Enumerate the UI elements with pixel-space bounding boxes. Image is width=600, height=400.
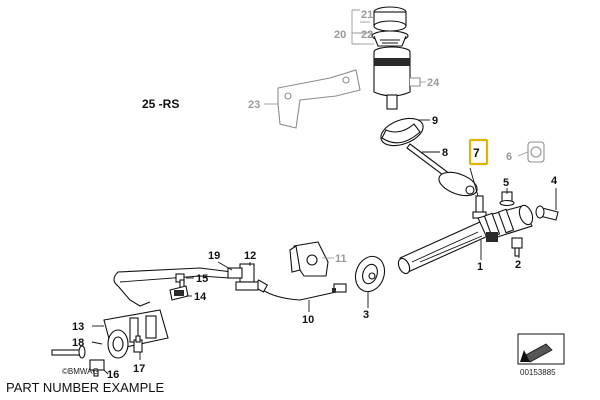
- bolt-4[interactable]: [535, 205, 559, 221]
- diagram-number: 00153885: [520, 368, 556, 377]
- callout-13[interactable]: 13: [72, 321, 84, 333]
- callout-11[interactable]: 11: [335, 253, 347, 265]
- reference-arrow-icon: [517, 333, 565, 365]
- nut-6[interactable]: [527, 141, 545, 163]
- leader-lines: [91, 21, 557, 375]
- callout-7[interactable]: 7: [473, 146, 480, 160]
- callout-22[interactable]: 22: [361, 29, 373, 41]
- callout-21[interactable]: 21: [361, 9, 373, 21]
- callout-12[interactable]: 12: [244, 250, 256, 262]
- callout-6[interactable]: 6: [506, 151, 512, 163]
- pin-18[interactable]: [51, 345, 86, 359]
- dust-boot-3[interactable]: [351, 252, 390, 295]
- watermark: ©BMWAG: [62, 367, 99, 376]
- callout-19[interactable]: 19: [208, 250, 220, 262]
- callout-18[interactable]: 18: [72, 337, 84, 349]
- pipe-10[interactable]: [253, 279, 347, 301]
- caption: PART NUMBER EXAMPLE: [6, 380, 165, 395]
- callout-20[interactable]: 20: [334, 29, 346, 41]
- highlight-box: [468, 138, 489, 166]
- bracket-11[interactable]: [289, 241, 329, 277]
- callout-8[interactable]: 8: [442, 147, 448, 159]
- callout-16[interactable]: 16: [107, 369, 119, 381]
- boot-9[interactable]: [377, 113, 427, 151]
- bolt-16[interactable]: [89, 359, 105, 377]
- bracket-23[interactable]: [277, 69, 361, 129]
- master-cylinder-1[interactable]: [396, 204, 535, 276]
- group-label: 25 -RS: [142, 97, 179, 111]
- bolt-2[interactable]: [511, 237, 523, 257]
- bolt-5[interactable]: [499, 191, 515, 207]
- callout-1[interactable]: 1: [477, 261, 483, 273]
- callout-15[interactable]: 15: [196, 273, 208, 285]
- fitting-14[interactable]: [169, 285, 189, 301]
- reservoir-assembly[interactable]: [371, 6, 421, 110]
- pushrod-8[interactable]: [406, 143, 480, 200]
- bleeder-17[interactable]: [133, 335, 143, 353]
- hose-19[interactable]: [113, 267, 243, 307]
- clip-12[interactable]: [235, 263, 259, 291]
- callout-2[interactable]: 2: [515, 259, 521, 271]
- clevis-7[interactable]: [472, 195, 487, 219]
- callout-3[interactable]: 3: [363, 309, 369, 321]
- callout-4[interactable]: 4: [551, 175, 558, 187]
- callout-24[interactable]: 24: [427, 77, 440, 89]
- callout-14[interactable]: 14: [194, 291, 207, 303]
- callout-23[interactable]: 23: [248, 99, 260, 111]
- callout-5[interactable]: 5: [503, 177, 509, 189]
- callout-labels: 7 1 2 3 4 5 6 8 9 10 11 12 13 14 15 16 1…: [72, 9, 558, 381]
- callout-17[interactable]: 17: [133, 363, 145, 375]
- callout-9[interactable]: 9: [432, 115, 438, 127]
- callout-10[interactable]: 10: [302, 314, 314, 326]
